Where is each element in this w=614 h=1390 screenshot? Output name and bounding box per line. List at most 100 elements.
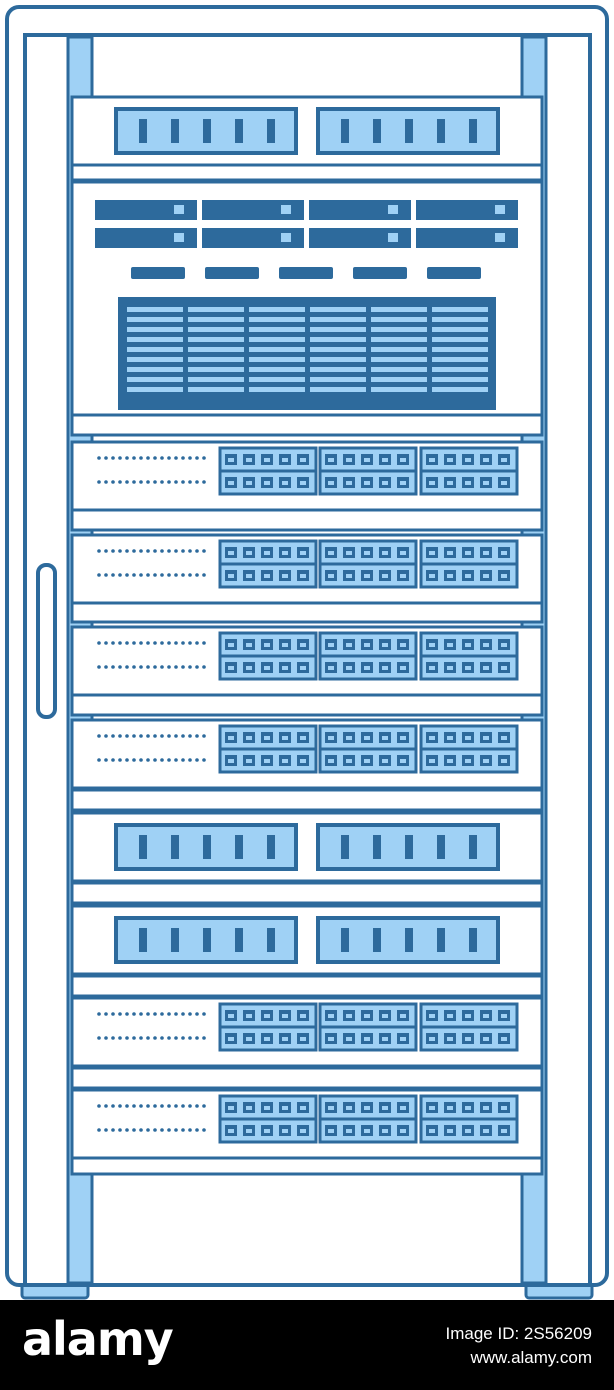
indicator-dot — [167, 1012, 171, 1016]
indicator-dot — [188, 1012, 192, 1016]
indicator-dot — [195, 480, 199, 484]
port-notch — [501, 1014, 507, 1018]
port-notch — [465, 1106, 471, 1110]
port-notch — [264, 1129, 270, 1133]
switch-unit — [70, 1088, 544, 1160]
grille-slat — [371, 377, 427, 382]
grille-slat — [127, 357, 183, 362]
drive-led — [388, 205, 398, 214]
grille-slat — [249, 367, 305, 372]
drive-slot — [267, 835, 275, 859]
grille-slat — [371, 307, 427, 312]
rack-separator — [70, 974, 544, 998]
grille-slat — [188, 307, 244, 312]
indicator-dot — [104, 573, 108, 577]
grille-slat — [432, 357, 488, 362]
drive-led — [388, 233, 398, 242]
indicator-dot — [160, 549, 164, 553]
indicator-dot — [188, 573, 192, 577]
indicator-dot — [195, 1128, 199, 1132]
indicator-dot — [104, 456, 108, 460]
brand-logo: alamy — [22, 1312, 174, 1366]
port-notch — [282, 759, 288, 763]
port-notch — [429, 643, 435, 647]
indicator-dot — [167, 758, 171, 762]
rack-separator — [70, 508, 544, 532]
port-notch — [447, 1129, 453, 1133]
indicator-dot — [160, 1012, 164, 1016]
indicator-dot — [160, 480, 164, 484]
status-bar — [279, 267, 333, 279]
port-notch — [364, 643, 370, 647]
grille-slat — [127, 327, 183, 332]
indicator-dot — [118, 665, 122, 669]
port-notch — [282, 481, 288, 485]
port-notch — [264, 551, 270, 555]
indicator-dot — [188, 480, 192, 484]
indicator-dot — [125, 1012, 129, 1016]
port-notch — [328, 759, 334, 763]
indicator-dot — [146, 456, 150, 460]
indicator-dot — [146, 1012, 150, 1016]
grille-slat — [249, 317, 305, 322]
indicator-dot — [195, 1104, 199, 1108]
indicator-dot — [160, 641, 164, 645]
indicator-dot — [125, 1104, 129, 1108]
grille-slat — [310, 387, 366, 392]
grille-slat — [188, 387, 244, 392]
drive-slot — [469, 119, 477, 143]
port-notch — [400, 1037, 406, 1041]
port-notch — [346, 1106, 352, 1110]
indicator-dot — [97, 734, 101, 738]
indicator-dot — [139, 456, 143, 460]
indicator-dot — [97, 1036, 101, 1040]
port-notch — [447, 551, 453, 555]
indicator-dot — [153, 641, 157, 645]
indicator-dot — [97, 1128, 101, 1132]
indicator-dot — [125, 1128, 129, 1132]
port-notch — [483, 458, 489, 462]
rack-separator — [70, 881, 544, 905]
indicator-dot — [181, 1012, 185, 1016]
grille-slat — [127, 307, 183, 312]
port-notch — [364, 736, 370, 740]
port-notch — [429, 1014, 435, 1018]
grille-slat — [188, 337, 244, 342]
rack-separator — [70, 693, 544, 717]
indicator-dot — [174, 758, 178, 762]
indicator-dot — [160, 456, 164, 460]
port-notch — [465, 481, 471, 485]
port-notch — [465, 666, 471, 670]
indicator-dot — [104, 641, 108, 645]
grille-slat — [249, 337, 305, 342]
port-notch — [246, 574, 252, 578]
indicator-dot — [104, 1012, 108, 1016]
indicator-dot — [125, 641, 129, 645]
indicator-dot — [118, 1128, 122, 1132]
indicator-dot — [104, 1104, 108, 1108]
port-notch — [483, 574, 489, 578]
indicator-dot — [125, 758, 129, 762]
indicator-dot — [202, 456, 206, 460]
indicator-dot — [132, 573, 136, 577]
drive-slot — [267, 119, 275, 143]
port-notch — [364, 551, 370, 555]
indicator-dot — [97, 665, 101, 669]
grille-slat — [371, 367, 427, 372]
drive-slot — [469, 835, 477, 859]
indicator-dot — [146, 1104, 150, 1108]
port-notch — [429, 1037, 435, 1041]
indicator-dot — [188, 758, 192, 762]
indicator-dot — [146, 734, 150, 738]
indicator-dot — [160, 1104, 164, 1108]
indicator-dot — [188, 734, 192, 738]
port-notch — [346, 759, 352, 763]
port-notch — [328, 736, 334, 740]
port-notch — [429, 458, 435, 462]
site-url: www.alamy.com — [470, 1348, 592, 1367]
port-notch — [346, 666, 352, 670]
drive-slot — [373, 835, 381, 859]
port-notch — [300, 1037, 306, 1041]
indicator-dot — [195, 573, 199, 577]
hard-drive — [416, 200, 518, 220]
